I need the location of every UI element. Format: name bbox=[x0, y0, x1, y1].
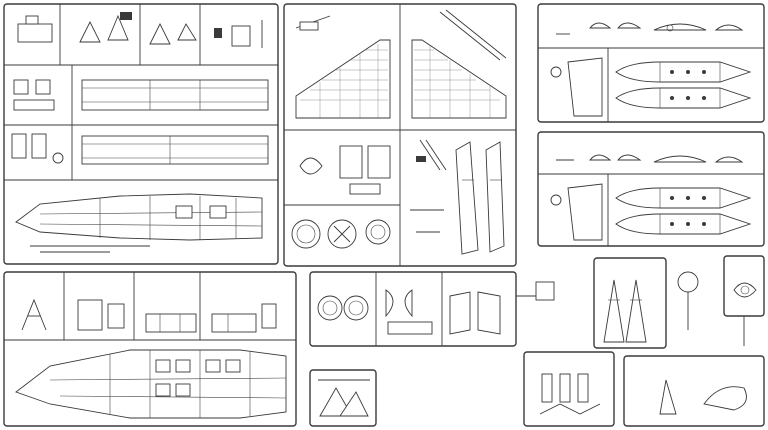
sprue-top-right-upper-tanks bbox=[537, 3, 765, 123]
sprue-frame bbox=[309, 369, 377, 427]
sprue-right-middle-tanks bbox=[537, 131, 765, 247]
sprue-bottom-center-wheels bbox=[309, 271, 555, 347]
part-leg-b bbox=[625, 279, 647, 343]
sprue-bottom-left-fuselage bbox=[3, 271, 297, 427]
sprue-frame bbox=[309, 271, 517, 347]
sprue-frame bbox=[3, 271, 297, 427]
part-fuselage-half bbox=[15, 193, 263, 241]
part-intake-fan bbox=[343, 295, 369, 321]
part-seat-a bbox=[385, 289, 394, 318]
part-fuselage-lower bbox=[15, 349, 287, 419]
sprue-frame bbox=[3, 3, 279, 265]
part-bracket bbox=[79, 20, 101, 43]
sprue-top-center-wings bbox=[283, 3, 517, 267]
sprue-top-left-fuselage bbox=[3, 3, 279, 265]
sprue-bottom-right-canopy bbox=[623, 255, 765, 427]
part-seat-box bbox=[17, 23, 53, 43]
part-wing-right bbox=[411, 39, 507, 119]
sprue-bottom-right-small-b bbox=[593, 257, 699, 349]
part-probe bbox=[659, 379, 677, 415]
part-fuselage-panel-upper bbox=[81, 79, 269, 111]
part-wheel-1 bbox=[291, 219, 321, 249]
part-strut-b bbox=[319, 387, 353, 417]
part-fin-panel bbox=[567, 183, 603, 241]
sprue-frame bbox=[537, 131, 765, 247]
sprue-frame bbox=[537, 3, 765, 123]
part-fin-left bbox=[455, 141, 479, 255]
part-leg-a bbox=[603, 279, 625, 343]
part-wheel-3 bbox=[365, 219, 391, 245]
sprue-bottom-right-small-a bbox=[523, 351, 615, 427]
part-fin-panel bbox=[567, 57, 603, 117]
sprue-frame bbox=[623, 355, 765, 427]
part-wheel-small bbox=[677, 271, 699, 293]
part-fuselage-panel-lower bbox=[81, 135, 269, 165]
part-drop-tank-2 bbox=[615, 87, 752, 109]
part-strut-a bbox=[21, 298, 47, 331]
part-drop-tank-3 bbox=[615, 187, 752, 209]
part-fin-right bbox=[485, 141, 505, 253]
part-square-tab bbox=[535, 281, 555, 301]
part-panel-small bbox=[339, 145, 363, 179]
part-drop-tank-1 bbox=[615, 61, 752, 83]
part-gear-linkage bbox=[539, 403, 601, 415]
part-intake-fan bbox=[317, 295, 343, 321]
sprue-frame bbox=[523, 351, 615, 427]
part-wing-left bbox=[295, 39, 391, 119]
sprue-frame bbox=[593, 257, 667, 349]
part-drop-tank-4 bbox=[615, 213, 752, 235]
part-canopy bbox=[703, 386, 747, 411]
sprue-bottom-center-small bbox=[309, 369, 377, 427]
